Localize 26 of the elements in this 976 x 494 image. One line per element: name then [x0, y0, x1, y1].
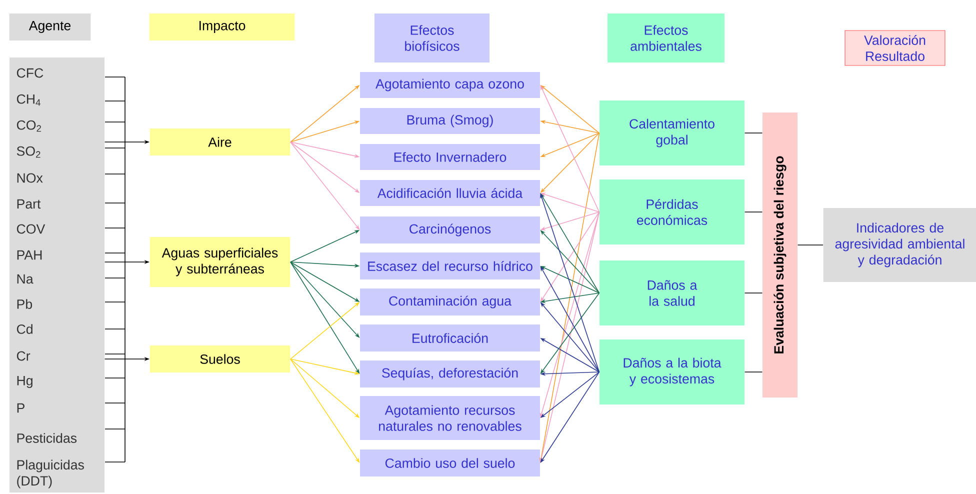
impact-box: Suelos [150, 346, 290, 372]
process-box: Carcinógenos [360, 216, 540, 244]
process-box: Sequías, deforestación [360, 360, 540, 388]
process-box: Escasez del recurso hídrico [360, 252, 540, 280]
effect-box: Pérdidas económicas [600, 180, 744, 244]
impact-box: Aire [150, 128, 290, 156]
column-header: Impacto [149, 14, 295, 40]
process-box: Bruma (Smog) [360, 108, 540, 134]
process-box: Cambio uso del suelo [360, 450, 540, 476]
result-box: Valoración Resultado [844, 30, 946, 66]
process-box: Eutroficación [360, 324, 540, 352]
effect-box: Calentamiento gobal [600, 100, 744, 166]
effect-box: Daños a la salud [600, 260, 744, 326]
column-header: Efectos ambientales [608, 14, 724, 62]
assessment-bar: Evaluación subjetiva del riesgo [762, 112, 798, 398]
process-box: Acidificación lluvia ácida [360, 180, 540, 206]
column-header: Efectos biofísicos [374, 14, 490, 62]
process-box: Agotamiento recursos naturales no renovables [360, 396, 540, 440]
process-box: Agotamiento capa ozono [360, 72, 540, 98]
process-box: Contaminación agua [360, 288, 540, 316]
indicator-box: Indicadores de agresividad ambiental y degradación [823, 208, 976, 282]
effect-box: Daños a la biota y ecosistemas [600, 340, 744, 404]
process-box: Efecto Invernadero [360, 144, 540, 170]
column-header: Agente [9, 14, 91, 40]
impact-box: Aguas superficiales y subterráneas [150, 237, 290, 287]
agent-list-box: CFC CH$_{4}$ CO$_{2}$ SO$_{2}$ NOx Part COV PAH Na Pb Cd Cr Hg P Pesticidas Plaguicidas (DDT) [10, 58, 104, 492]
